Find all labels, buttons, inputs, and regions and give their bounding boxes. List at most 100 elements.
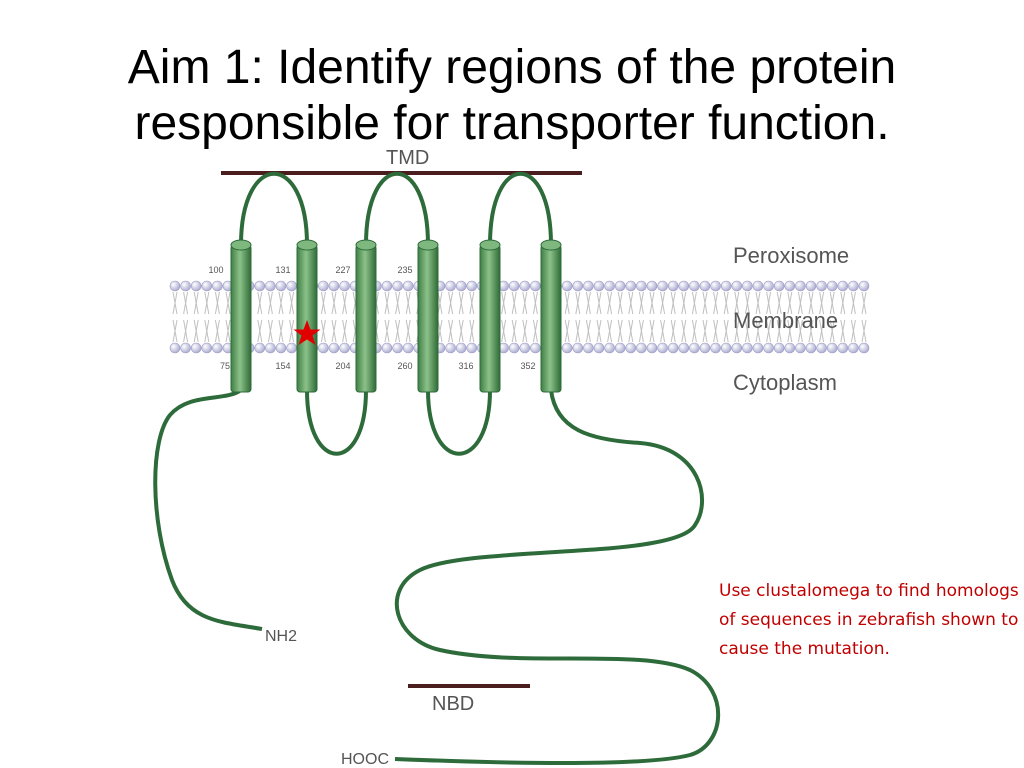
lipid-head — [679, 281, 689, 291]
lipid-head — [382, 343, 392, 353]
lipid-head — [318, 343, 328, 353]
lipid-head — [774, 343, 784, 353]
lipid-head — [573, 281, 583, 291]
lipid-head — [170, 343, 180, 353]
lipid-head — [329, 281, 339, 291]
lipid-head — [848, 343, 858, 353]
lipid-head — [467, 343, 477, 353]
lipid-head — [647, 281, 657, 291]
lipid-head — [721, 343, 731, 353]
tmd-label: TMD — [386, 147, 429, 169]
lipid-head — [774, 281, 784, 291]
lipid-head — [287, 343, 297, 353]
lipid-head — [393, 281, 403, 291]
lipid-head — [583, 343, 593, 353]
lipid-head — [191, 281, 201, 291]
lipid-head — [806, 281, 816, 291]
lipid-head — [859, 343, 869, 353]
lipid-head — [287, 281, 297, 291]
lipid-head — [509, 281, 519, 291]
lipid-head — [679, 343, 689, 353]
lipid-head — [785, 281, 795, 291]
lipid-head — [340, 281, 350, 291]
lipid-head — [626, 343, 636, 353]
lipid-head — [753, 343, 763, 353]
lipid-head — [689, 343, 699, 353]
lipid-head — [732, 281, 742, 291]
hooc-terminus-label: HOOC — [341, 751, 389, 768]
lipid-head — [859, 281, 869, 291]
lipid-head — [700, 343, 710, 353]
lipid-head — [689, 281, 699, 291]
lipid-head — [456, 343, 466, 353]
lipid-head — [711, 281, 721, 291]
nh2-terminus-label: NH2 — [265, 628, 297, 645]
instruction-note: Use clustalomega to find homologs of seq… — [719, 577, 1019, 664]
residue-label-top-1: 100 — [208, 265, 223, 275]
lipid-head — [636, 281, 646, 291]
compartment-label-peroxisome: Peroxisome — [733, 243, 849, 268]
lipid-head — [764, 281, 774, 291]
lipid-head — [594, 281, 604, 291]
lipid-head — [467, 281, 477, 291]
helix-4 — [418, 240, 438, 392]
lipid-head — [785, 343, 795, 353]
lipid-head — [530, 343, 540, 353]
lipid-head — [848, 281, 858, 291]
residue-label-bottom-5: 316 — [458, 361, 473, 371]
lipid-head — [817, 343, 827, 353]
lipid-head — [742, 343, 752, 353]
lipid-head — [605, 281, 615, 291]
lipid-head — [446, 343, 456, 353]
lipid-head — [520, 281, 530, 291]
lipid-head — [202, 281, 212, 291]
lipid-head — [732, 343, 742, 353]
lipid-head — [181, 343, 191, 353]
lipid-head — [276, 343, 286, 353]
lipid-head — [403, 281, 413, 291]
lipid-head — [838, 343, 848, 353]
lipid-head — [393, 343, 403, 353]
lipid-head — [827, 281, 837, 291]
lipid-head — [668, 343, 678, 353]
lipid-head — [668, 281, 678, 291]
lipid-head — [340, 343, 350, 353]
lipid-head — [509, 343, 519, 353]
residue-label-bottom-2: 154 — [275, 361, 290, 371]
lipid-head — [255, 281, 265, 291]
residue-label-bottom-3: 204 — [335, 361, 350, 371]
lipid-head — [711, 343, 721, 353]
lipid-head — [403, 343, 413, 353]
lipid-head — [456, 281, 466, 291]
compartment-label-membrane: Membrane — [733, 308, 838, 333]
lipid-head — [764, 343, 774, 353]
residue-label-top-2: 131 — [275, 265, 290, 275]
lipid-head — [255, 343, 265, 353]
lipid-head — [817, 281, 827, 291]
lipid-head — [658, 281, 668, 291]
nbd-label: NBD — [432, 693, 474, 715]
lipid-head — [753, 281, 763, 291]
compartment-label-cytoplasm: Cytoplasm — [733, 370, 837, 395]
residue-label-bottom-4: 260 — [397, 361, 412, 371]
lipid-head — [170, 281, 180, 291]
lipid-head — [583, 281, 593, 291]
lipid-head — [700, 281, 710, 291]
lipid-head — [191, 343, 201, 353]
lipid-head — [658, 343, 668, 353]
lipid-head — [562, 281, 572, 291]
lipid-head — [562, 343, 572, 353]
residue-label-bottom-6: 352 — [520, 361, 535, 371]
lipid-head — [212, 343, 222, 353]
lipid-head — [573, 343, 583, 353]
helix-6 — [541, 240, 561, 392]
lipid-head — [647, 343, 657, 353]
lipid-head — [382, 281, 392, 291]
lipid-head — [202, 343, 212, 353]
lipid-head — [636, 343, 646, 353]
lipid-head — [615, 281, 625, 291]
helix-2 — [297, 240, 317, 392]
helix-1 — [231, 240, 251, 392]
residue-label-bottom-1: 75 — [220, 361, 230, 371]
